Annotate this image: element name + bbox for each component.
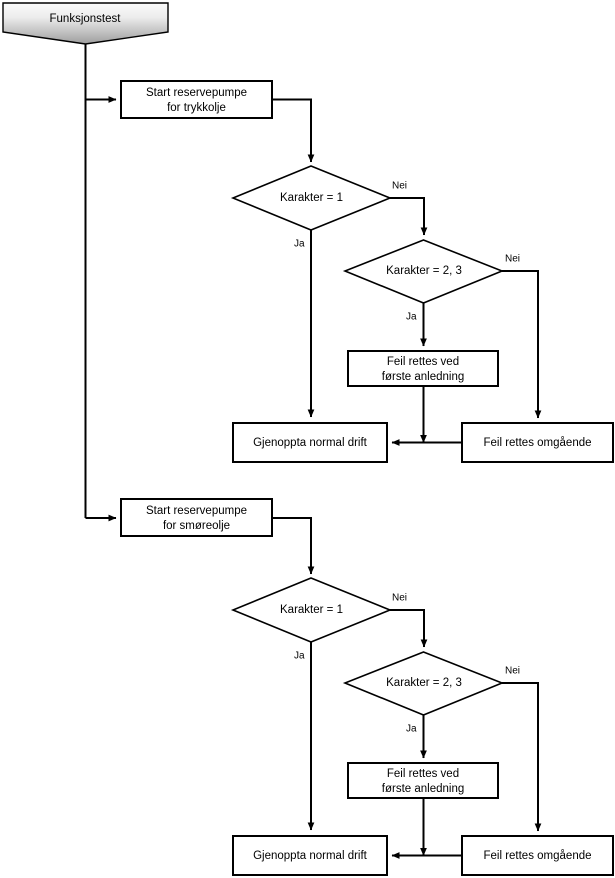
- node-feil-rettes-ved-s1-line1: Feil rettes ved: [387, 356, 459, 368]
- node-decision-karakter23-s1: Karakter = 2, 3: [342, 239, 505, 304]
- edge-decision1-no-s2: [390, 609, 428, 648]
- node-start-trykkolje: Start reservepumpe for trykkolje: [120, 80, 273, 119]
- node-decision-karakter23-s1-label: Karakter = 2, 3: [386, 265, 462, 277]
- edge-decision2-no-s2: [502, 682, 542, 832]
- node-decision-karakter1-s2: Karakter = 1: [230, 577, 393, 643]
- node-feil-rettes-ved-s1-shape: [347, 350, 499, 387]
- edge-start-to-decision1-s1: [272, 98, 315, 163]
- node-decision-karakter23-s2: Karakter = 2, 3: [342, 651, 505, 716]
- node-feil-omgaende-s1: Feil rettes omgående: [461, 422, 614, 463]
- node-gjenoppta-s2-shape: [232, 835, 388, 876]
- node-decision-karakter23-s2-label: Karakter = 2, 3: [386, 677, 462, 689]
- node-gjenoppta-s1-label: Gjenoppta normal drift: [253, 437, 368, 449]
- node-feil-omgaende-s2-label: Feil rettes omgående: [483, 850, 591, 862]
- node-start-trykkolje-line1: Start reservepumpe: [146, 87, 247, 99]
- node-decision-karakter1-s1-label: Karakter = 1: [280, 192, 343, 204]
- edge-label-yes-decision2-s2: Ja: [406, 724, 417, 735]
- node-start-smoreolje-line2: for smøreolje: [163, 520, 230, 532]
- banner-shape: [2, 2, 169, 45]
- edge-label-no-decision1-s1: Nei: [392, 181, 407, 192]
- node-decision-karakter1-s1: Karakter = 1: [230, 165, 393, 231]
- node-feil-rettes-ved-s2-line1: Feil rettes ved: [387, 768, 459, 780]
- node-feil-rettes-ved-s1-line2: første anledning: [382, 371, 464, 383]
- node-start-smoreolje-line1: Start reservepumpe: [146, 505, 247, 517]
- node-start-trykkolje-shape: [120, 80, 273, 119]
- node-feil-omgaende-s2: Feil rettes omgående: [461, 835, 614, 876]
- node-feil-omgaende-s2-shape: [461, 835, 614, 876]
- node-start-trykkolje-line2: for trykkolje: [167, 102, 226, 114]
- node-gjenoppta-s2: Gjenoppta normal drift: [232, 835, 388, 876]
- node-decision-karakter1-s2-label: Karakter = 1: [280, 604, 343, 616]
- node-start-smoreolje: Start reservepumpe for smøreolje: [120, 498, 273, 537]
- edge-label-no-decision1-s2: Nei: [392, 593, 407, 604]
- node-feil-rettes-ved-s2: Feil rettes ved første anledning: [347, 762, 499, 799]
- edge-start-to-decision1-s2: [272, 517, 315, 575]
- node-feil-rettes-ved-s1: Feil rettes ved første anledning: [347, 350, 499, 387]
- node-feil-rettes-ved-s2-line2: første anledning: [382, 783, 464, 795]
- node-start-smoreolje-shape: [120, 498, 273, 537]
- node-feil-omgaende-s1-label: Feil rettes omgående: [483, 437, 591, 449]
- edge-label-yes-decision2-s1: Ja: [406, 312, 417, 323]
- node-feil-rettes-ved-s2-shape: [347, 762, 499, 799]
- banner-funksjonstest: Funksjonstest: [2, 2, 169, 45]
- banner-label: Funksjonstest: [50, 13, 122, 25]
- edge-label-yes-decision1-s1: Ja: [294, 239, 305, 250]
- edge-decision1-no-s1: [390, 197, 428, 236]
- node-gjenoppta-s1: Gjenoppta normal drift: [232, 422, 388, 463]
- edge-label-no-decision2-s1: Nei: [505, 254, 520, 265]
- edge-decision2-no-s1: [502, 270, 542, 419]
- node-gjenoppta-s2-label: Gjenoppta normal drift: [253, 850, 368, 862]
- edge-label-yes-decision1-s2: Ja: [294, 651, 305, 662]
- node-feil-omgaende-s1-shape: [461, 422, 614, 463]
- node-gjenoppta-s1-shape: [232, 422, 388, 463]
- edge-label-no-decision2-s2: Nei: [505, 666, 520, 677]
